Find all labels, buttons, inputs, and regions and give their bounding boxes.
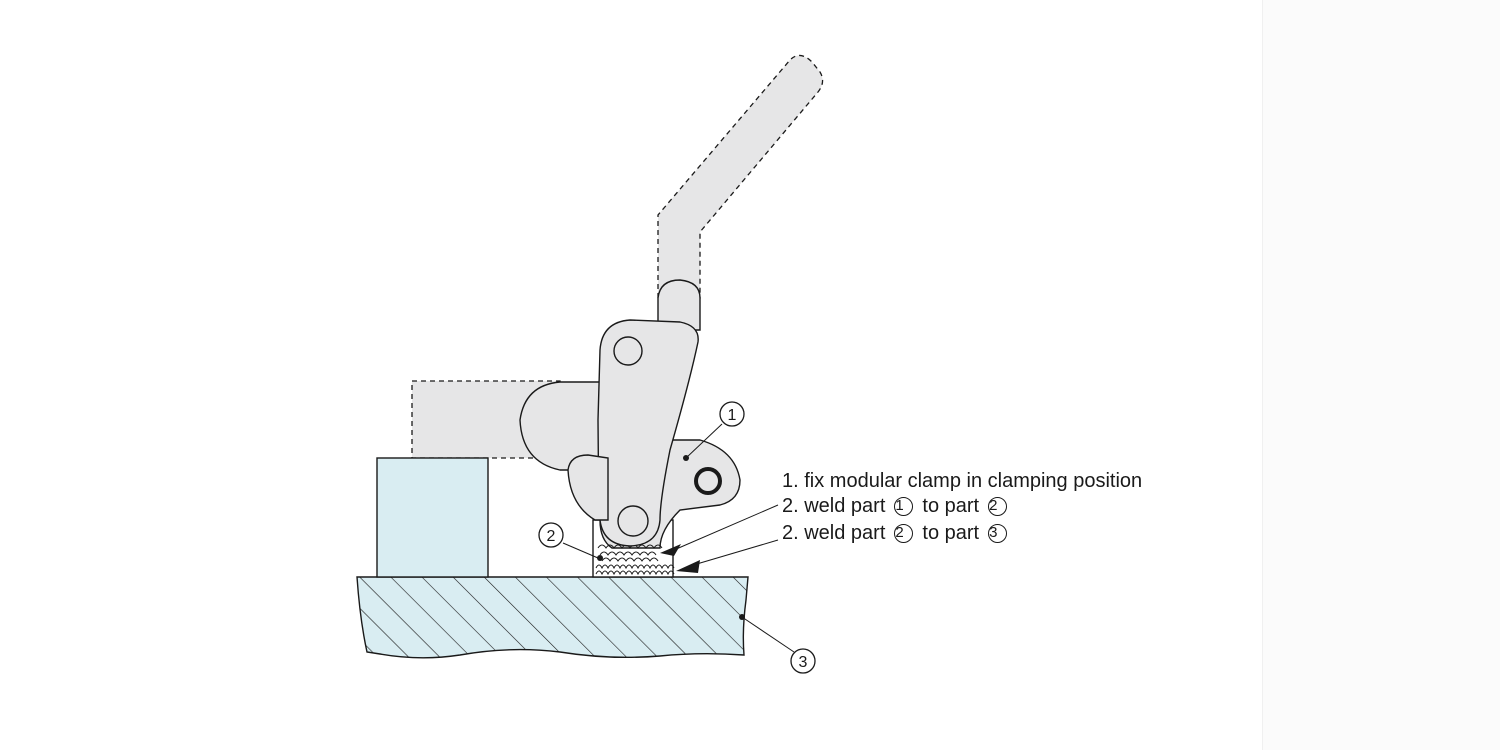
instruction-step-2-prefix: 2. weld part xyxy=(782,495,886,517)
instruction-step-2-ref-b: 2 xyxy=(988,496,1008,516)
weld-seam-upper xyxy=(597,544,663,562)
mounting-hole xyxy=(694,467,722,495)
instruction-step-3-ref-b: 3 xyxy=(988,523,1008,543)
callout-3-label: 3 xyxy=(799,654,808,671)
callout-dot-1 xyxy=(683,455,689,461)
callout-leader-3 xyxy=(741,616,795,653)
lever-link xyxy=(567,454,609,521)
handle-open-position-outline xyxy=(657,54,824,299)
weld-arrow-lower xyxy=(676,560,700,573)
clamp-lever xyxy=(597,319,699,547)
handle-grip xyxy=(657,279,701,331)
page-edge-strip xyxy=(1262,0,1500,750)
instruction-step-3-prefix: 2. weld part xyxy=(782,522,886,544)
upper-pivot-pin xyxy=(613,336,643,366)
weld-arrow-upper xyxy=(660,544,681,556)
callout-2-label: 2 xyxy=(547,528,556,545)
instruction-step-1: 1. fix modular clamp in clamping positio… xyxy=(782,469,1142,493)
instruction-step-3-middle: to part xyxy=(922,522,980,544)
weld-leader-upper xyxy=(673,504,779,551)
instruction-step-1-text: 1. fix modular clamp in clamping positio… xyxy=(782,470,1143,492)
callout-leader-1 xyxy=(685,423,723,459)
instruction-step-2: 2. weld part 1 to part 2 xyxy=(782,494,1010,518)
weld-leader-lower xyxy=(689,539,779,567)
instruction-step-2-ref-a: 1 xyxy=(894,496,914,516)
callout-dot-3 xyxy=(739,614,745,620)
instruction-step-2-middle: to part xyxy=(922,495,980,517)
weld-seam-lower xyxy=(595,564,675,576)
callout-dot-2 xyxy=(597,555,603,561)
callout-1-label: 1 xyxy=(728,407,737,424)
callout-2: 2 xyxy=(538,522,564,548)
callout-1: 1 xyxy=(719,401,745,427)
callout-3: 3 xyxy=(790,648,816,674)
base-plate-hatching xyxy=(357,577,748,658)
callout-leader-2 xyxy=(562,542,599,559)
instruction-step-3-ref-a: 2 xyxy=(894,523,914,543)
lower-pivot-pin xyxy=(617,505,649,537)
instruction-step-3: 2. weld part 2 to part 3 xyxy=(782,521,1010,545)
workpiece-block xyxy=(376,457,489,578)
